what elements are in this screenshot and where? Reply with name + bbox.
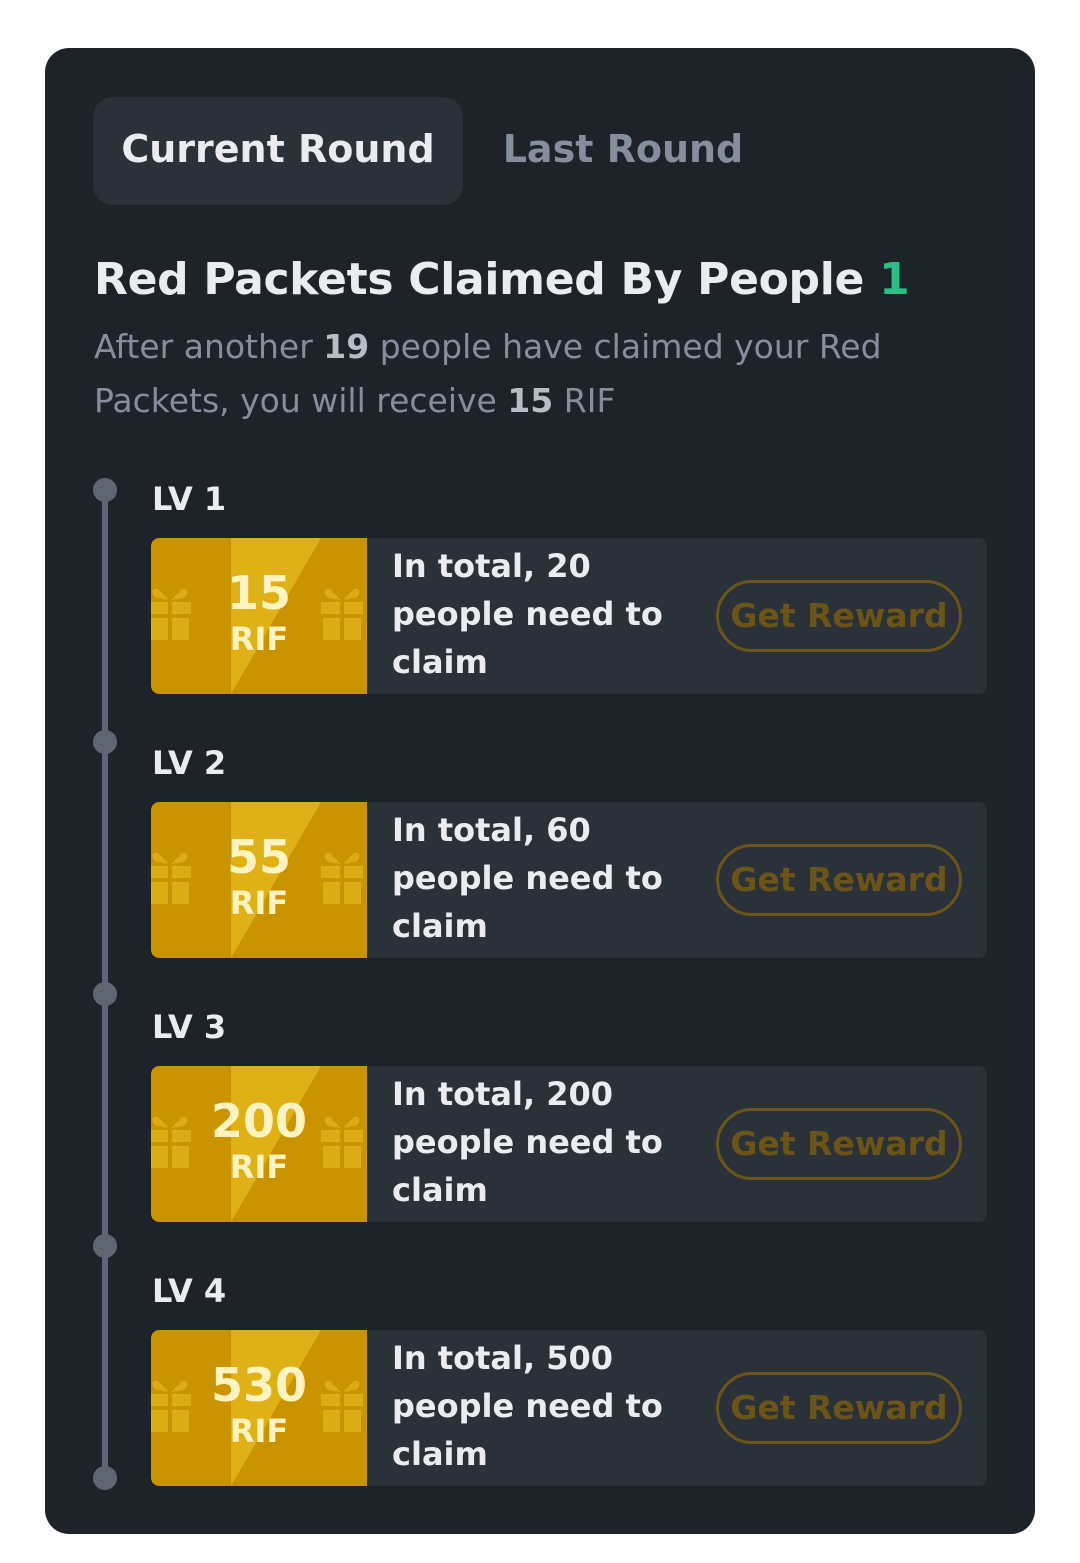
get-reward-button[interactable]: Get Reward	[716, 844, 962, 916]
gift-icon	[319, 1376, 365, 1436]
remaining-people: 19	[323, 327, 370, 366]
gift-icon	[151, 584, 193, 644]
get-reward-button[interactable]: Get Reward	[716, 1108, 962, 1180]
reward-amount-value: 55	[226, 830, 291, 884]
reward-amount: 15	[507, 381, 554, 420]
gift-icon	[151, 848, 193, 908]
claimed-count: 1	[879, 254, 910, 305]
timeline-dot	[93, 478, 117, 502]
coupon-shine	[231, 1330, 321, 1486]
claim-requirement: In total, 20 people need to claim	[392, 547, 663, 681]
timeline-dot	[93, 982, 117, 1006]
reward-amount-value: 15	[226, 566, 291, 620]
reward-unit-value: RIF	[229, 884, 289, 922]
level-label: LV 2	[152, 744, 227, 782]
level-label: LV 3	[152, 1008, 227, 1046]
gift-icon	[319, 584, 365, 644]
timeline-dot	[93, 730, 117, 754]
claim-requirement: In total, 500 people need to claim	[392, 1339, 663, 1473]
coupon-shine	[231, 1066, 321, 1222]
reward-unit: RIF	[563, 381, 616, 420]
timeline-dot	[93, 1234, 117, 1258]
claimed-heading: Red Packets Claimed By People 1	[94, 254, 910, 305]
reward-unit-value: RIF	[229, 1412, 289, 1450]
gift-icon	[151, 1376, 193, 1436]
reward-amount-value: 530	[210, 1358, 308, 1412]
reward-description: After another 19 people have claimed you…	[94, 320, 914, 428]
heading-title: Red Packets Claimed By People	[94, 254, 865, 305]
desc-middle: people have claimed your Red Packets, yo…	[94, 327, 882, 420]
reward-unit-value: RIF	[229, 1148, 289, 1186]
reward-amount-value: 200	[210, 1094, 308, 1148]
gift-icon	[151, 1112, 193, 1172]
coupon-shine	[231, 802, 321, 958]
claim-requirement: In total, 60 people need to claim	[392, 811, 663, 945]
red-packet-card: Current Round Last Round Red Packets Cla…	[45, 48, 1035, 1534]
desc-prefix: After another	[94, 327, 313, 366]
level-label: LV 4	[152, 1272, 227, 1310]
reward-unit-value: RIF	[229, 620, 289, 658]
get-reward-button[interactable]: Get Reward	[716, 1372, 962, 1444]
tab-current-round[interactable]: Current Round	[93, 97, 463, 205]
level-label: LV 1	[152, 480, 227, 518]
timeline-dot	[93, 1466, 117, 1490]
coupon-shine	[231, 538, 321, 694]
tab-last-round[interactable]: Last Round	[502, 127, 744, 171]
claim-requirement: In total, 200 people need to claim	[392, 1075, 663, 1209]
get-reward-button[interactable]: Get Reward	[716, 580, 962, 652]
gift-icon	[319, 848, 365, 908]
gift-icon	[319, 1112, 365, 1172]
